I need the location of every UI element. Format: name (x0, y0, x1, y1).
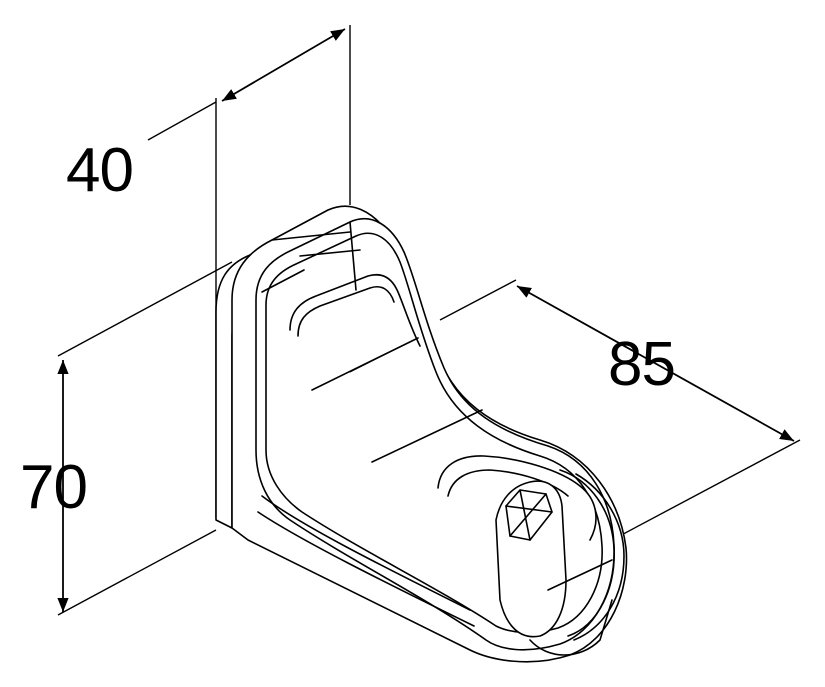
dimension-line-40-leader (147, 101, 217, 141)
top-recess-inner (297, 286, 395, 337)
dimension-label-depth: 40 (66, 136, 134, 205)
extension-line-85-bottom (611, 439, 801, 541)
dimension-line-85 (516, 285, 795, 442)
holder-ring (559, 469, 615, 637)
dimension-label-height: 70 (20, 453, 88, 522)
extension-line-85-top (439, 279, 517, 321)
swivel-holder (437, 455, 625, 656)
dimension-label-length: 85 (608, 330, 676, 399)
extension-line-70-top (57, 261, 233, 357)
dimension-line-40 (221, 28, 346, 102)
extension-line-70-bottom (57, 529, 217, 616)
surface-line-3 (371, 409, 483, 463)
surface-line-2 (349, 341, 411, 373)
bracket-body (231, 205, 628, 663)
